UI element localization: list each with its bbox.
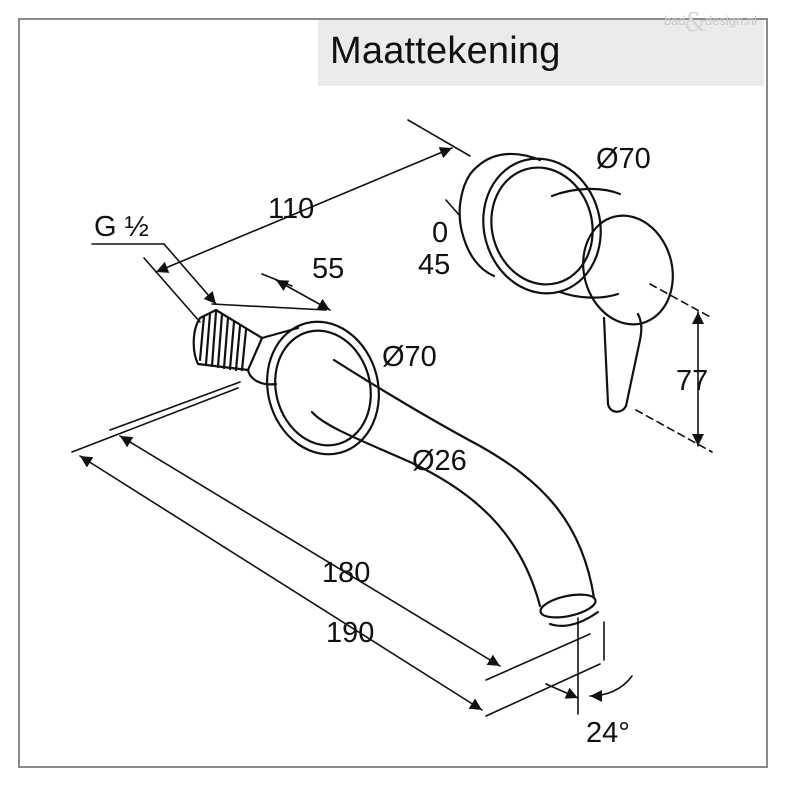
dimension-lines bbox=[71, 119, 713, 717]
spout-pipe bbox=[332, 358, 596, 600]
spout-outlet bbox=[539, 593, 597, 619]
dim-diam70-mixer-label: Ø70 bbox=[596, 143, 651, 175]
watermark-amp: & bbox=[683, 8, 707, 38]
dim-110-label: 110 bbox=[268, 193, 314, 225]
page-title: Maattekening bbox=[330, 30, 561, 72]
angle-24-label: 24° bbox=[586, 717, 630, 749]
mixer-lever bbox=[602, 312, 643, 413]
title-banner bbox=[318, 20, 764, 86]
mixer-body bbox=[458, 152, 674, 413]
thread-connector bbox=[192, 308, 264, 372]
dim-depth-0-label: 0 bbox=[432, 217, 448, 249]
dim-55-label: 55 bbox=[312, 253, 344, 285]
dim-diam70-spout-label: Ø70 bbox=[382, 341, 437, 373]
dim-180-label: 180 bbox=[322, 557, 370, 589]
dim-depth-45-label: 45 bbox=[418, 249, 450, 281]
dim-diam26-label: Ø26 bbox=[412, 445, 467, 477]
watermark-left: bad bbox=[664, 13, 686, 28]
watermark-right: design.nl bbox=[704, 13, 757, 28]
watermark-logo: bad&design.nl bbox=[664, 2, 757, 38]
thread-label: G ½ bbox=[94, 211, 149, 243]
dim-190-label: 190 bbox=[326, 617, 374, 649]
dim-77-label: 77 bbox=[676, 365, 708, 397]
spout-rosette bbox=[266, 320, 380, 456]
